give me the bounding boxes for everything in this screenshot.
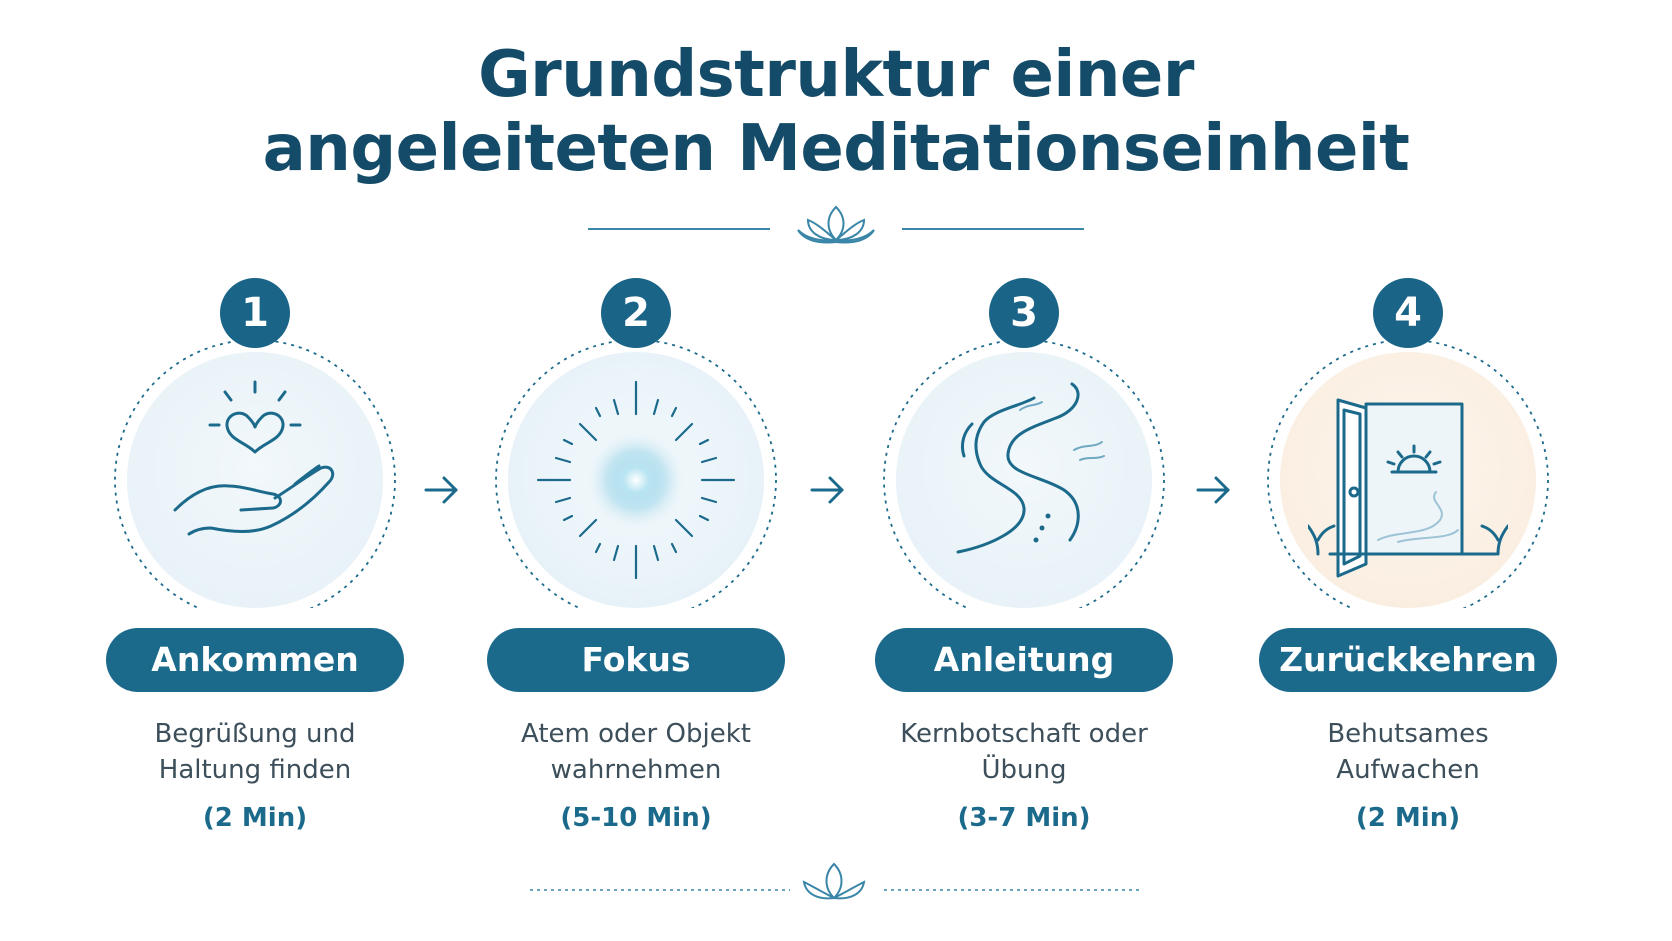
step-description: Behutsames Aufwachen — [1253, 716, 1563, 788]
step-number: 3 — [989, 278, 1059, 348]
dashed-ring — [114, 339, 396, 608]
bottom-divider — [530, 862, 1140, 900]
lotus-icon — [802, 862, 866, 900]
arrow-right-icon — [424, 476, 458, 504]
step-description: Kernbotschaft oder Übung — [869, 716, 1179, 788]
step-label: Anleitung — [875, 628, 1173, 692]
step-4: 4 Zurückkehren Behutsames Aufwachen (2 M… — [1253, 278, 1563, 838]
description-line-1: Kernbotschaft oder — [900, 719, 1148, 749]
step-number: 1 — [220, 278, 290, 348]
step-duration: (5-10 Min) — [560, 803, 712, 833]
dashed-ring — [495, 339, 777, 608]
description-line-2: Haltung finden — [158, 755, 352, 785]
step-duration: (2 Min) — [1355, 803, 1461, 833]
step-description: Begrüßung und Haltung finden — [100, 716, 410, 788]
arrow-right-icon — [810, 476, 844, 504]
description-line-1: Atem oder Objekt — [521, 719, 751, 749]
step-label: Zurückkehren — [1259, 628, 1557, 692]
title-line-2: angeleiteten Meditationseinheit — [262, 112, 1410, 186]
description-line-2: wahrnehmen — [550, 755, 722, 785]
step-label: Ankommen — [106, 628, 404, 692]
hand-heart-icon — [173, 380, 335, 536]
step-1: 1 Ankommen Begrüßung und Haltung finden … — [100, 278, 410, 838]
title-line-1: Grundstruktur einer — [478, 38, 1194, 112]
top-divider — [588, 205, 1084, 244]
description-line-2: Aufwachen — [1336, 755, 1480, 785]
dashed-ring — [883, 339, 1165, 608]
step-circle — [127, 352, 383, 608]
step-number: 4 — [1373, 278, 1443, 348]
open-door-icon — [1308, 398, 1508, 578]
description-line-1: Behutsames — [1327, 719, 1489, 749]
winding-path-icon — [956, 382, 1105, 554]
step-duration: (2 Min) — [202, 803, 308, 833]
page-title: Grundstruktur einer angeleiteten Meditat… — [0, 38, 1672, 186]
step-label: Fokus — [487, 628, 785, 692]
arrow-right-icon — [1196, 476, 1230, 504]
lotus-icon — [797, 205, 875, 244]
step-circle — [896, 352, 1152, 608]
step-duration: (3-7 Min) — [957, 803, 1091, 833]
dashed-ring — [1267, 339, 1549, 608]
step-2: 2 — [481, 278, 791, 838]
focus-burst-icon — [536, 380, 736, 580]
step-description: Atem oder Objekt wahrnehmen — [481, 716, 791, 788]
description-line-2: Übung — [981, 755, 1067, 785]
description-line-1: Begrüßung und — [154, 719, 356, 749]
step-3: 3 Anleitung Kernbotschaft oder Übung (3-… — [869, 278, 1179, 838]
step-number: 2 — [601, 278, 671, 348]
